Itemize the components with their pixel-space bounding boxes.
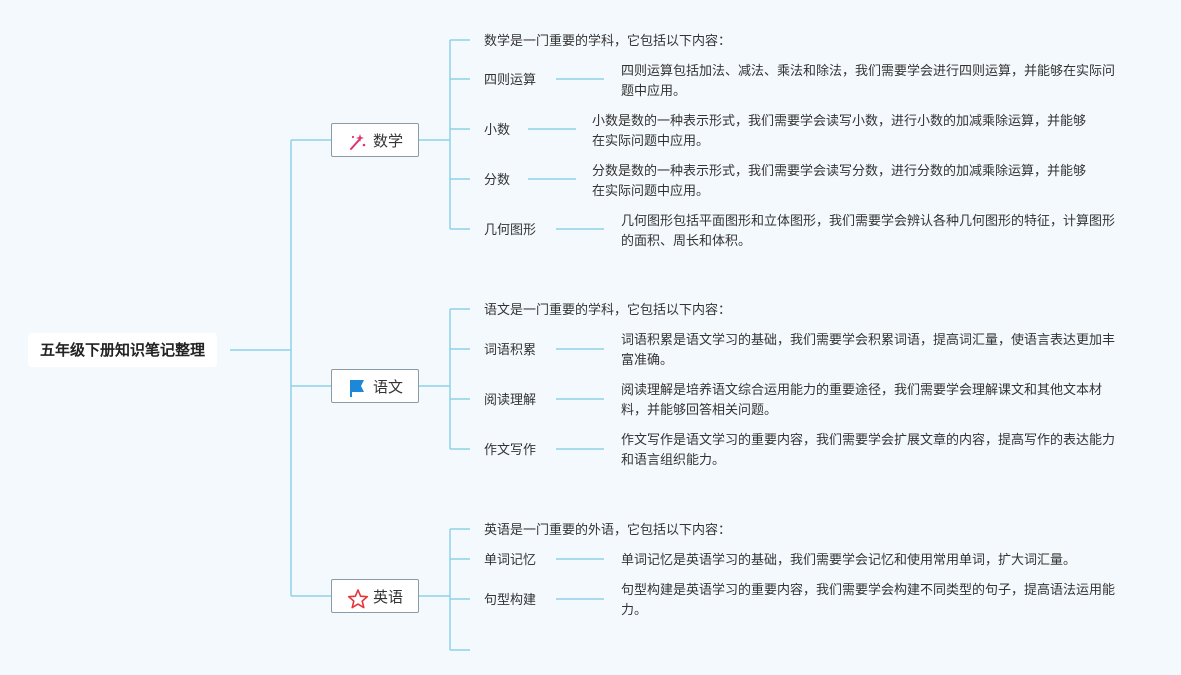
root-node[interactable]: 五年级下册知识笔记整理 [28,333,218,367]
flag-icon [347,378,367,398]
branch-chinese[interactable]: 语文 [331,369,419,403]
topic-english-1[interactable]: 句型构建 [484,593,537,608]
math-intro: 数学是一门重要的学科，它包括以下内容： [484,34,732,49]
magic-wand-icon [347,132,367,152]
chinese-intro: 语文是一门重要的学科，它包括以下内容： [484,303,732,318]
desc-english-0: 单词记忆是英语学习的基础，我们需要学会记忆和使用常用单词，扩大词汇量。 [621,553,1077,568]
desc-chinese-0: 词语积累是语文学习的基础，我们需要学会积累词语，提高词汇量，使语言表达更加丰富准… [621,333,1116,368]
branch-chinese-label: 语文 [372,378,403,396]
topic-chinese-0[interactable]: 词语积累 [484,343,537,358]
topic-english-0[interactable]: 单词记忆 [484,553,537,568]
topic-chinese-1[interactable]: 阅读理解 [484,393,537,408]
desc-math-3: 几何图形包括平面图形和立体图形，我们需要学会辨认各种几何图形的特征，计算图形的面… [621,214,1116,249]
desc-chinese-2: 作文写作是语文学习的重要内容，我们需要学会扩展文章的内容，提高写作的表达能力和语… [621,433,1116,468]
topic-math-1[interactable]: 小数 [484,123,511,138]
desc-math-2: 分数是数的一种表示形式，我们需要学会读写分数，进行分数的加减乘除运算，并能够在实… [592,164,1087,199]
star-icon [347,588,369,608]
branch-english-label: 英语 [372,588,403,606]
desc-english-1: 句型构建是英语学习的重要内容，我们需要学会构建不同类型的句子，提高语法运用能力。 [621,583,1116,618]
branch-math[interactable]: 数学 [331,123,419,157]
desc-chinese-1: 阅读理解是培养语文综合运用能力的重要途径，我们需要学会理解课文和其他文本材料，并… [621,383,1103,418]
branch-math-label: 数学 [372,132,403,150]
branch-english[interactable]: 英语 [331,579,419,613]
topic-math-3[interactable]: 几何图形 [484,223,537,238]
topic-math-2[interactable]: 分数 [484,173,511,188]
english-intro: 英语是一门重要的外语，它包括以下内容： [484,523,732,538]
topic-math-0[interactable]: 四则运算 [484,73,537,88]
desc-math-1: 小数是数的一种表示形式，我们需要学会读写小数，进行小数的加减乘除运算，并能够在实… [592,114,1087,149]
desc-math-0: 四则运算包括加法、减法、乘法和除法，我们需要学会进行四则运算，并能够在实际问题中… [621,64,1116,99]
root-title: 五年级下册知识笔记整理 [40,341,206,359]
topic-chinese-2[interactable]: 作文写作 [484,443,537,458]
